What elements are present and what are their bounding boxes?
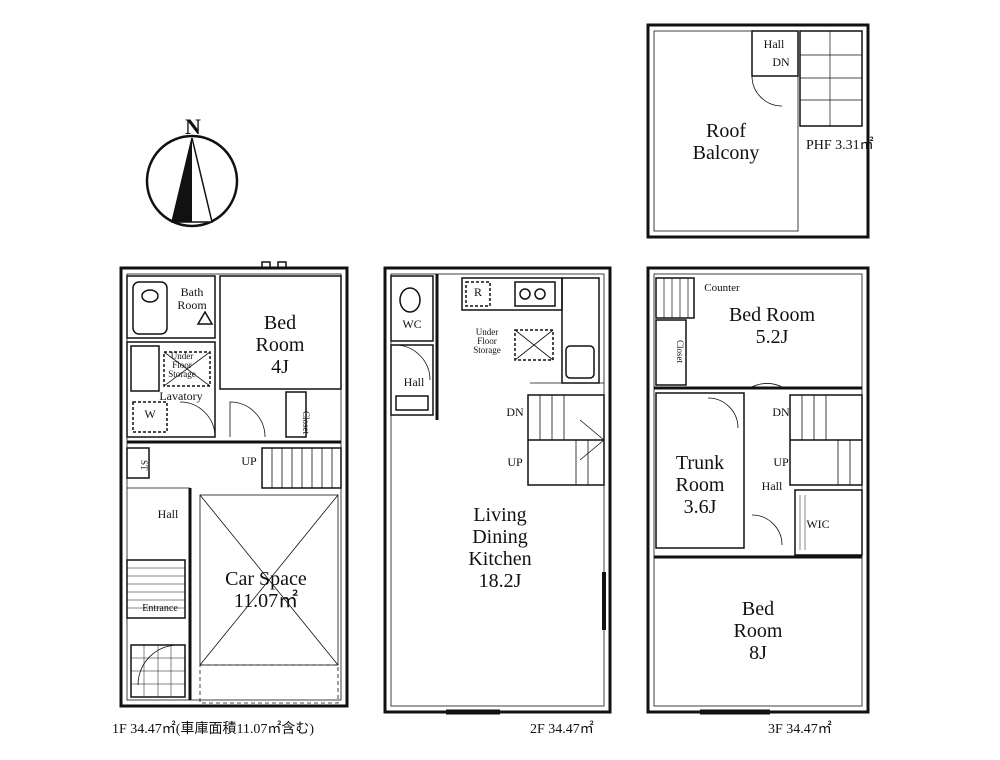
f1-washer-label: W bbox=[144, 407, 156, 421]
f2-wc-label: WC bbox=[402, 317, 422, 331]
f3-up-label: UP bbox=[773, 455, 789, 469]
f3-caption: 3F 34.47㎡ bbox=[768, 722, 832, 737]
ph-hall-label: Hall bbox=[763, 37, 785, 51]
f1-hall-label: Hall bbox=[157, 507, 179, 521]
f1-entrance-label: Entrance bbox=[142, 603, 178, 614]
f2-up-label: UP bbox=[507, 455, 523, 469]
f1-lavatory-label: Lavatory bbox=[159, 389, 203, 403]
north-label: N bbox=[185, 114, 201, 139]
ph-dn-label: DN bbox=[772, 55, 790, 69]
f1-caption: 1F 34.47㎡(車庫面積11.07㎡含む) bbox=[112, 722, 315, 737]
f1-storage-label: ST bbox=[139, 459, 149, 471]
f2-refrigerator-label: R bbox=[473, 285, 482, 299]
f3-closet-label: Closet bbox=[675, 340, 685, 364]
compass-icon bbox=[145, 134, 239, 228]
f2-dn-label: DN bbox=[506, 405, 524, 419]
f1-closet-label: Closet bbox=[301, 411, 311, 435]
f1-up-label: UP bbox=[241, 454, 257, 468]
f3-hall-label: Hall bbox=[761, 479, 783, 493]
ph-caption: PHF 3.31㎡ bbox=[806, 138, 874, 153]
f3-dn-label: DN bbox=[772, 405, 790, 419]
f2-hall-label: Hall bbox=[403, 375, 425, 389]
f3-counter-label: Counter bbox=[704, 282, 740, 294]
f3-wic-label: WIC bbox=[806, 517, 830, 531]
penthouse-outline bbox=[646, 23, 870, 239]
f2-caption: 2F 34.47㎡ bbox=[530, 722, 594, 737]
